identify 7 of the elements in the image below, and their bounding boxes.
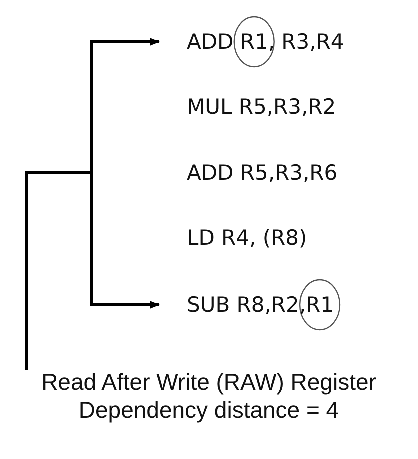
instruction-text: ADD R1, R3,R4 (187, 29, 344, 55)
caption-text: Dependency distance = 4 (78, 396, 340, 424)
instruction-text: ADD R5,R3,R6 (187, 160, 338, 186)
instruction-text: LD R4, (R8) (187, 225, 308, 251)
caption-text: Read After Write (RAW) Register (40, 368, 378, 396)
arrow (26, 172, 160, 370)
instruction-text: MUL R5,R3,R2 (187, 94, 336, 120)
